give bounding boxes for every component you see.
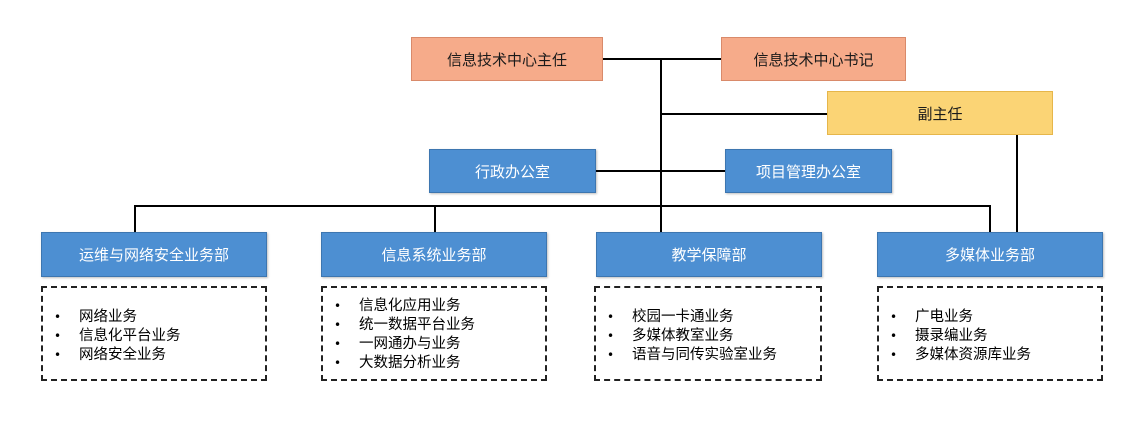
deputy-to-dept4-line [1016, 134, 1018, 233]
dept-ops-network-security: 运维与网络安全业务部 [41, 232, 267, 277]
dept2-drop [434, 205, 436, 233]
dept-information-systems: 信息系统业务部 [321, 232, 547, 277]
deputy-director-box: 副主任 [827, 91, 1053, 135]
departments-bus [134, 205, 990, 207]
director-secretary-connector [603, 58, 721, 60]
director-box: 信息技术中心主任 [411, 37, 603, 81]
list-item: 校园一卡通业务 [596, 308, 820, 327]
list-item: 摄录编业务 [879, 327, 1101, 346]
list-item: 信息化平台业务 [43, 327, 265, 346]
dept-ops-network-security-tasks: 网络业务 信息化平台业务 网络安全业务 [41, 286, 267, 381]
dept-teaching-support: 教学保障部 [596, 232, 822, 277]
list-item: 信息化应用业务 [323, 297, 545, 316]
dept1-drop [134, 205, 136, 233]
admin-office-box: 行政办公室 [429, 149, 596, 193]
list-item: 一网通办与业务 [323, 335, 545, 354]
main-vertical-trunk [660, 58, 662, 233]
offices-connector [596, 170, 725, 172]
dept-multimedia: 多媒体业务部 [877, 232, 1103, 277]
list-item: 语音与同传实验室业务 [596, 346, 820, 365]
list-item: 多媒体教室业务 [596, 327, 820, 346]
dept4-drop [989, 205, 991, 233]
project-office-box: 项目管理办公室 [725, 149, 892, 193]
list-item: 网络业务 [43, 308, 265, 327]
list-item: 多媒体资源库业务 [879, 346, 1101, 365]
list-item: 网络安全业务 [43, 346, 265, 365]
list-item: 统一数据平台业务 [323, 316, 545, 335]
deputy-connector [661, 113, 827, 115]
list-item: 广电业务 [879, 308, 1101, 327]
dept-information-systems-tasks: 信息化应用业务 统一数据平台业务 一网通办与业务 大数据分析业务 [321, 286, 547, 381]
dept-teaching-support-tasks: 校园一卡通业务 多媒体教室业务 语音与同传实验室业务 [594, 286, 822, 381]
dept-multimedia-tasks: 广电业务 摄录编业务 多媒体资源库业务 [877, 286, 1103, 381]
list-item: 大数据分析业务 [323, 354, 545, 373]
secretary-box: 信息技术中心书记 [721, 37, 906, 81]
